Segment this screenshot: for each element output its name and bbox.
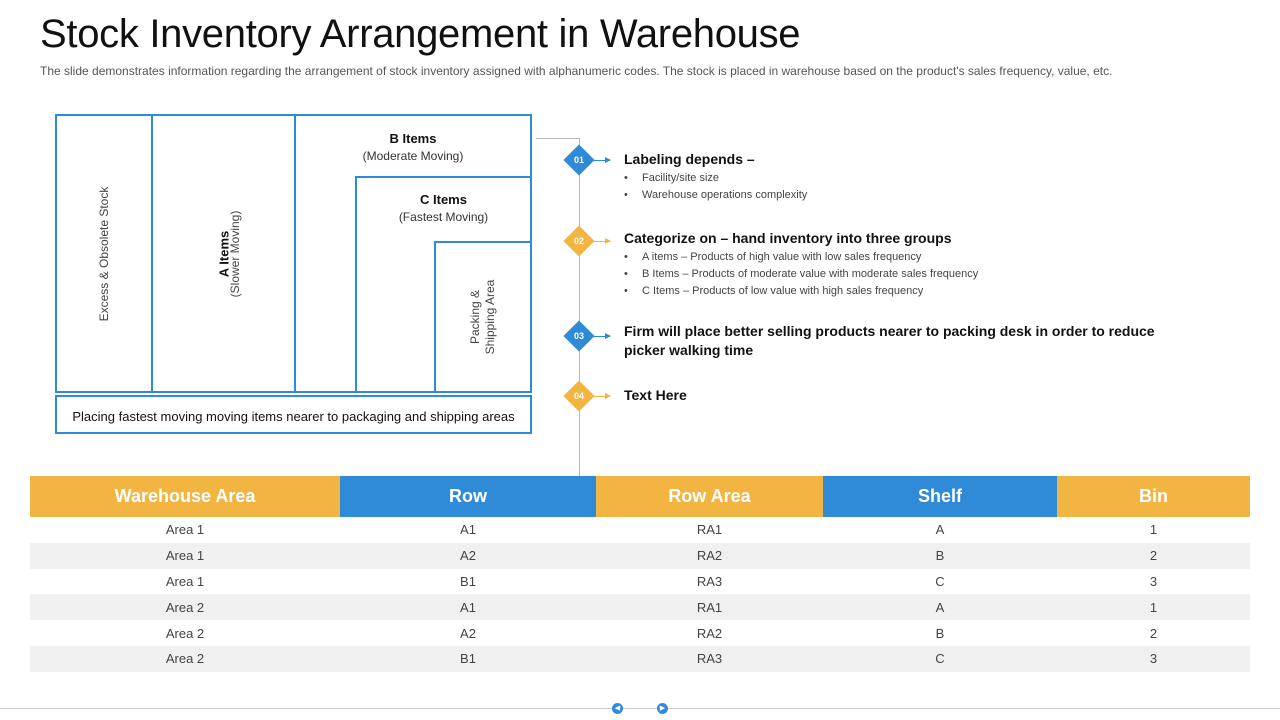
placement-note-box: Placing fastest moving moving items near… <box>55 395 532 434</box>
excess-obsolete-label: Excess & Obsolete Stock <box>97 186 111 321</box>
list-item: Warehouse operations complexity <box>624 187 807 204</box>
step-02-arrow-icon <box>591 238 611 244</box>
a-items-zone: A Items <box>151 114 296 393</box>
packing-label-line2: Shipping Area <box>483 279 497 355</box>
table-header-row: Warehouse Area Row Row Area Shelf Bin <box>30 476 1250 517</box>
packing-label-line1: Packing & <box>468 289 482 345</box>
placement-note-text: Placing fastest moving moving items near… <box>72 409 515 424</box>
header-row: Row <box>340 476 596 517</box>
chevron-left-icon: ◀ <box>614 705 621 712</box>
list-item: Facility/site size <box>624 170 807 187</box>
step-02-number: 02 <box>573 236 584 246</box>
list-item: A items – Products of high value with lo… <box>624 249 978 266</box>
chevron-right-icon: ▶ <box>659 705 666 712</box>
next-slide-button[interactable]: ▶ <box>657 703 668 714</box>
step-04-heading: Text Here <box>624 387 687 403</box>
step-02-heading: Categorize on – hand inventory into thre… <box>624 230 952 246</box>
step-02-bullets: A items – Products of high value with lo… <box>624 249 978 300</box>
b-items-label: B Items <box>389 131 437 146</box>
page-title: Stock Inventory Arrangement in Warehouse <box>40 12 801 56</box>
list-item: B Items – Products of moderate value wit… <box>624 266 978 283</box>
footer-divider <box>0 708 1280 709</box>
step-01-number: 01 <box>573 155 584 165</box>
step-01-bullets: Facility/site size Warehouse operations … <box>624 170 807 204</box>
timeline-line <box>579 138 580 476</box>
page-subtitle: The slide demonstrates information regar… <box>40 64 1113 78</box>
previous-slide-button[interactable]: ◀ <box>612 703 623 714</box>
step-03-arrow-icon <box>591 333 611 339</box>
step-01-heading: Labeling depends – <box>624 151 755 167</box>
c-items-sublabel: (Fastest Moving) <box>398 210 489 224</box>
step-04-number: 04 <box>573 391 584 401</box>
b-items-sublabel: (Moderate Moving) <box>362 149 464 163</box>
packing-shipping-zone: Packing & Shipping Area <box>434 241 532 393</box>
step-01-arrow-icon <box>591 157 611 163</box>
excess-obsolete-zone: Excess & Obsolete Stock <box>55 114 153 393</box>
a-items-sublabel: (Slower Moving) <box>227 210 242 297</box>
c-items-label: C Items <box>420 192 467 207</box>
step-04-arrow-icon <box>591 393 611 399</box>
header-shelf: Shelf <box>823 476 1057 517</box>
timeline-connector <box>536 138 580 139</box>
header-bin: Bin <box>1057 476 1250 517</box>
step-03-number: 03 <box>573 331 584 341</box>
step-03-heading: Firm will place better selling products … <box>624 323 1155 358</box>
header-row-area: Row Area <box>596 476 823 517</box>
inventory-table: Warehouse Area Row Row Area Shelf Bin Ar… <box>30 476 1250 672</box>
header-warehouse-area: Warehouse Area <box>30 476 340 517</box>
list-item: C Items – Products of low value with hig… <box>624 283 978 300</box>
